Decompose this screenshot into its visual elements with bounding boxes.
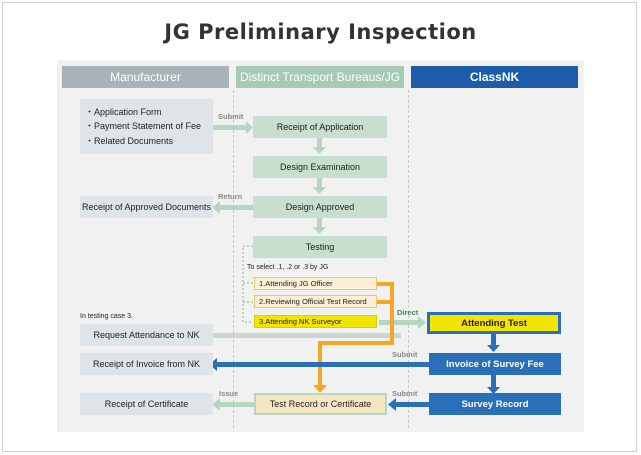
green-flow-arrows bbox=[212, 121, 326, 411]
request-attendance-arrow bbox=[211, 333, 401, 338]
direct-arrow bbox=[379, 316, 426, 329]
classnk-invoice-survey-fee: Invoice of Survey Fee bbox=[429, 353, 561, 375]
page-title: JG Preliminary Inspection bbox=[164, 20, 477, 44]
lane-divider bbox=[233, 90, 234, 428]
label-issue: Issue bbox=[219, 389, 239, 398]
column-header-classnk: ClassNK bbox=[411, 66, 578, 88]
classnk-attending-test: Attending Test bbox=[427, 312, 561, 334]
label-submit: Submit bbox=[392, 389, 418, 398]
step-design-approved: Design Approved bbox=[253, 196, 387, 218]
testing-case-note: In testing case 3. bbox=[80, 313, 133, 320]
receipt-certificate-box: Receipt of Certificate bbox=[80, 393, 213, 415]
request-attendance-box: Request Attendance to NK bbox=[80, 324, 213, 346]
testing-select-note: To select .1, .2 or .3 by JG bbox=[247, 264, 329, 271]
blue-flow-arrows bbox=[209, 333, 500, 411]
receipt-invoice-box: Receipt of Invoice from NK bbox=[80, 353, 213, 375]
step-receipt-of-application: Receipt of Application bbox=[253, 116, 387, 138]
application-documents-box: ・Application Form ・Payment Statement of … bbox=[80, 99, 213, 154]
testing-option-2: 2.Reviewing Official Test Record bbox=[254, 295, 377, 308]
testing-option-1: 1.Attending JG Officer bbox=[254, 277, 377, 290]
label-direct: Direct bbox=[397, 308, 419, 317]
label-submit: Submit bbox=[392, 350, 418, 359]
doc-item: ・Payment Statement of Fee bbox=[85, 121, 202, 132]
doc-item: ・Related Documents bbox=[85, 135, 174, 146]
label-return: Return bbox=[218, 192, 243, 201]
column-header-bureau: Distinct Transport Bureaus/JG bbox=[236, 66, 404, 88]
classnk-survey-record: Survey Record bbox=[429, 393, 561, 415]
options-bracket bbox=[242, 245, 253, 323]
receipt-approved-documents-box: Receipt of Approved Documents bbox=[80, 196, 213, 218]
orange-flow-arrow bbox=[318, 282, 394, 387]
step-testing: Testing bbox=[253, 236, 387, 258]
doc-item: ・Application Form bbox=[85, 106, 162, 117]
column-header-manufacturer: Manufacturer bbox=[62, 66, 229, 88]
step-design-examination: Design Examination bbox=[253, 156, 387, 178]
label-submit: Submit bbox=[218, 112, 244, 121]
lane-divider bbox=[408, 90, 409, 428]
testing-option-3: 3.Attending NK Surveyor bbox=[254, 315, 377, 328]
step-test-record-or-certificate: Test Record or Certificate bbox=[254, 393, 387, 415]
